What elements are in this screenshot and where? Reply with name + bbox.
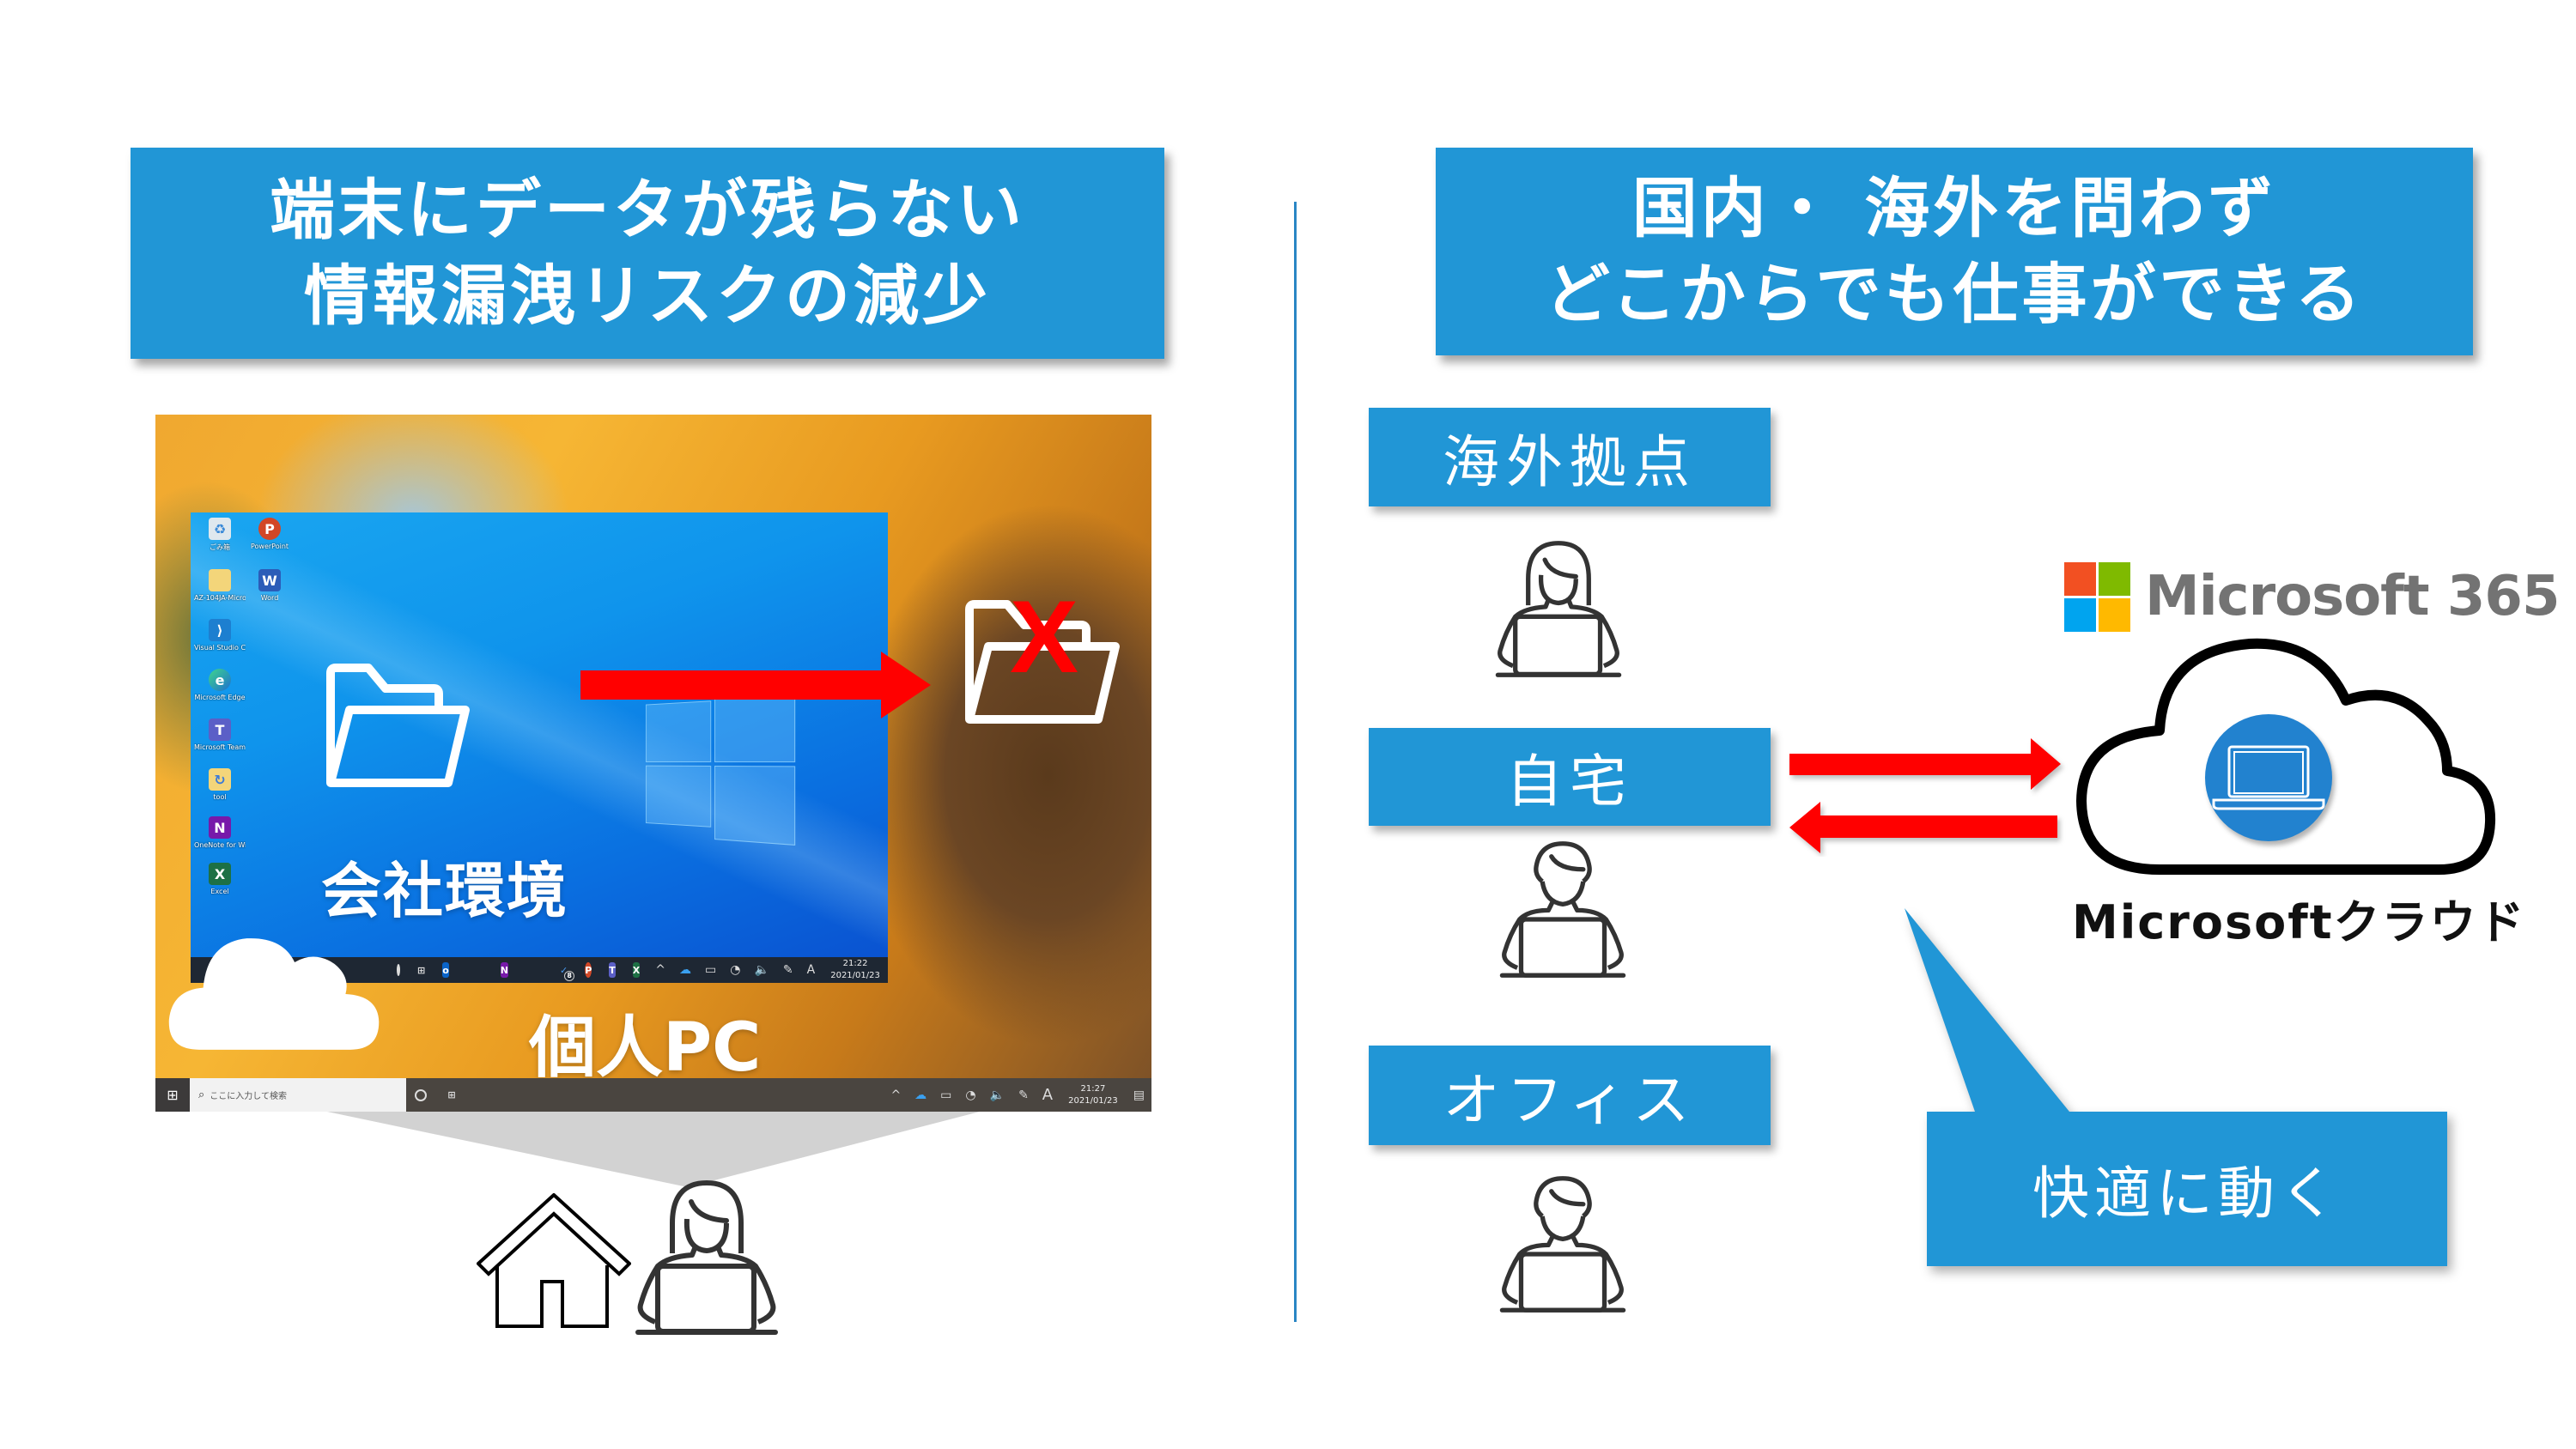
tray-pen-icon[interactable]: ✎ (782, 963, 793, 977)
start-button[interactable]: ⊞ (155, 1078, 190, 1112)
tray-ime-indicator[interactable]: A (1042, 1086, 1054, 1104)
man-laptop-icon (1499, 1176, 1626, 1313)
cloud-pc-badge (2205, 714, 2332, 841)
microsoft365-text: Microsoft 365 (2145, 565, 2560, 628)
edge-icon: e (209, 669, 231, 691)
tray-chevron-up-icon[interactable]: ^ (655, 963, 666, 977)
location-overseas: 海外拠点 (1369, 408, 1771, 506)
left-header-line-2: 情報漏洩リスクの減少 (304, 258, 991, 334)
taskbar-teams-icon[interactable]: T (609, 962, 616, 978)
tray-battery-icon[interactable]: ▭ (940, 1088, 952, 1102)
company-clock-date: 2021/01/23 (830, 971, 880, 980)
left-header-box: 端末にデータが残らない 情報漏洩リスクの減少 (131, 148, 1164, 359)
blocked-folder-icon (965, 600, 1120, 724)
taskbar-todo-icon[interactable]: ✓8 (560, 962, 575, 981)
tray-mute-icon[interactable]: 🔈 (754, 963, 769, 977)
desktop-icon-powerpoint[interactable]: P PowerPoint (246, 518, 294, 550)
desktop-icon-edge[interactable]: e Microsoft Edge (194, 669, 246, 701)
tray-ime-indicator[interactable]: A (806, 963, 816, 977)
desktop-icon-recycle-bin[interactable]: ♻ ごみ箱 (196, 518, 244, 552)
folder-icon: ↻ (209, 768, 231, 791)
onenote-icon: N (209, 816, 231, 839)
taskbar-cortana-icon[interactable] (397, 964, 400, 976)
tray-wifi-icon[interactable]: ◔ (730, 963, 741, 977)
taskbar-outlook-icon[interactable]: o (442, 962, 449, 978)
search-icon: ⌕ (198, 1088, 205, 1101)
microsoft-logo-icon (2064, 562, 2130, 632)
windows-start-icon: ⊞ (167, 1087, 179, 1103)
location-office-label: オフィス (1443, 1067, 1697, 1133)
taskbar-search-box[interactable]: ⌕ ここに入力して検索 (190, 1078, 406, 1112)
personal-taskbar-clock[interactable]: 21:27 2021/01/23 (1068, 1083, 1118, 1107)
vscode-icon: ⟩ (209, 619, 231, 641)
personal-pc-desktop: ♻ ごみ箱 P PowerPoint AZ-104JA-Micros... W … (155, 415, 1151, 1112)
man-laptop-icon (1499, 841, 1626, 978)
company-env-label: 会社環境 (321, 856, 568, 926)
desktop-icon-word[interactable]: W Word (246, 569, 294, 602)
tray-onedrive-icon[interactable]: ☁ (679, 963, 692, 977)
tray-mute-icon[interactable]: 🔈 (989, 1088, 1005, 1102)
tray-wifi-icon[interactable]: ◔ (965, 1088, 976, 1102)
cloud-label: Microsoftクラウド (2072, 895, 2526, 949)
tray-notification-icon[interactable]: ▤ (1133, 1088, 1145, 1102)
desktop-icon-az104-folder[interactable]: AZ-104JA-Micros... (194, 569, 246, 602)
woman-laptop-icon (1495, 541, 1622, 677)
personal-taskbar: ⊞ ⌕ ここに入力して検索 ⊞ ^ ☁ ▭ ◔ 🔈 ✎ A 21:27 2021… (155, 1078, 1151, 1112)
company-clock-time: 21:22 (842, 959, 868, 968)
transfer-arrow (580, 652, 931, 718)
desktop-icon-teams[interactable]: T Microsoft Teams (194, 718, 246, 751)
powerpoint-icon: P (258, 518, 281, 540)
folder-icon (209, 569, 231, 591)
excel-icon: X (209, 863, 231, 885)
taskbar-taskview-icon[interactable]: ⊞ (447, 1089, 456, 1100)
callout-bubble (1905, 908, 2447, 1266)
panel-divider (1294, 202, 1297, 1322)
tray-chevron-up-icon[interactable]: ^ (890, 1088, 902, 1102)
company-desktop: ♻ ごみ箱 P PowerPoint AZ-104JA-Micros... W … (191, 512, 888, 983)
bidirectional-arrows (1789, 738, 2061, 853)
location-office: オフィス (1369, 1046, 1771, 1145)
right-header-line-2: どこからでも仕事ができる (1545, 256, 2364, 332)
left-header-line-1: 端末にデータが残らない (270, 172, 1025, 248)
taskbar-taskview-icon[interactable]: ⊞ (417, 964, 426, 976)
search-placeholder: ここに入力して検索 (210, 1092, 287, 1101)
woman-laptop-icon (635, 1179, 778, 1335)
personal-cloud-icon (168, 938, 380, 1050)
location-overseas-label: 海外拠点 (1443, 428, 1697, 495)
personal-clock-date: 2021/01/23 (1068, 1095, 1118, 1106)
house-icon (477, 1193, 631, 1328)
location-home-label: 自宅 (1506, 749, 1633, 815)
personal-pc-label: 個人PC (529, 1009, 762, 1087)
personal-clock-time: 21:27 (1080, 1083, 1106, 1094)
teams-icon: T (209, 718, 231, 741)
callout-text: 快適に動く (2032, 1161, 2342, 1227)
taskbar-powerpoint-icon[interactable]: P (585, 962, 592, 978)
desktop-light-beam (191, 512, 888, 983)
laptop-icon (2212, 745, 2325, 810)
word-icon: W (258, 569, 281, 591)
company-taskbar-clock[interactable]: 21:22 2021/01/23 (830, 958, 880, 982)
microsoft365-logo: Microsoft 365 (2064, 562, 2560, 632)
location-home: 自宅 (1369, 728, 1771, 826)
taskbar-badge: 8 (564, 971, 575, 981)
tray-onedrive-icon[interactable]: ☁ (914, 1088, 927, 1102)
desktop-icon-excel[interactable]: X Excel (196, 863, 244, 895)
arrow-to-cloud (1789, 738, 2061, 790)
company-folder-icon (326, 664, 470, 787)
taskbar-onenote-icon[interactable]: N (500, 962, 508, 978)
recycle-bin-icon: ♻ (209, 518, 231, 540)
taskbar-excel-icon[interactable]: X (632, 962, 641, 978)
projection-beam (327, 1112, 980, 1187)
cross-mark-icon: X (1010, 579, 1079, 694)
tray-pen-icon[interactable]: ✎ (1018, 1088, 1029, 1102)
desktop-icon-vscode[interactable]: ⟩ Visual Studio Code (194, 619, 246, 652)
taskbar-cortana-icon[interactable] (415, 1088, 427, 1101)
right-header-line-1: 国内・ 海外を問わず (1631, 170, 2277, 246)
right-header-box: 国内・ 海外を問わず どこからでも仕事ができる (1436, 148, 2473, 355)
tray-battery-icon[interactable]: ▭ (705, 963, 717, 977)
arrow-from-cloud (1789, 802, 2057, 853)
desktop-icon-onenote[interactable]: N OneNote for Windows 10 (194, 816, 246, 849)
desktop-icon-tool[interactable]: ↻ tool (196, 768, 244, 801)
